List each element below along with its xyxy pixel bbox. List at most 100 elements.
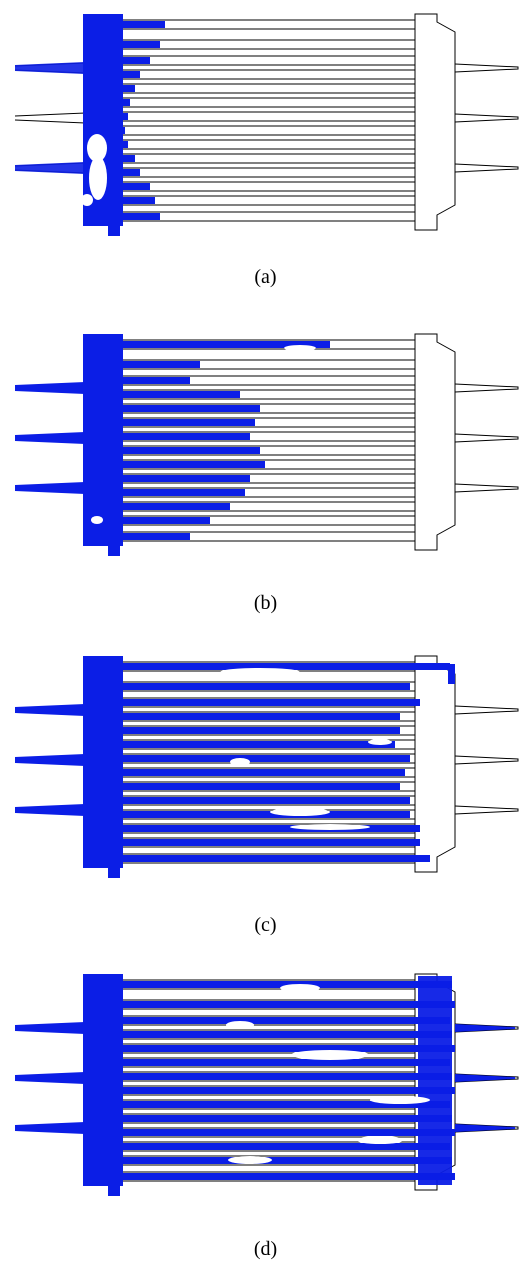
outlet-pipe [454,805,519,815]
inlet-pipe-liquid [15,1022,85,1034]
tube-liquid [120,533,190,540]
outlet-pipe [454,383,519,393]
tube-liquid [120,755,410,762]
tube-liquid [120,461,265,468]
panel-a [0,0,531,245]
inlet-header [83,974,123,1186]
vapor-pocket [230,758,250,766]
inlet-pipe-liquid [15,754,85,766]
tube-liquid [120,391,240,398]
tube-liquid [120,797,410,804]
outlet-pipe [454,705,519,715]
vapor-pocket [370,1096,430,1104]
inlet-pipe-liquid [15,62,85,74]
diagram-d [14,973,519,1196]
tube-liquid [120,1087,455,1094]
diagram-b [14,333,519,556]
inlet-header [83,656,123,868]
outlet-pipe [454,433,519,443]
tube-liquid [120,21,165,28]
vapor-pocket [89,156,107,200]
header-stub [108,1186,120,1196]
inlet-pipe-liquid [15,704,85,716]
tube-liquid [120,1115,452,1122]
tube-liquid [120,169,140,176]
inlet-pipe-liquid [15,432,85,444]
outlet-manifold [414,13,456,231]
outlet-pipe-liquid [455,1074,515,1082]
tube [119,39,416,50]
inlet-pipe [14,112,86,124]
inlet-pipe-liquid [15,482,85,494]
tube-liquid [120,41,160,48]
outlet-pipe [454,63,519,73]
tube-liquid [120,1017,450,1024]
outlet-pipe [454,483,519,493]
tube-liquid [120,713,400,720]
tube-liquid [120,699,420,706]
outlet-manifold [414,333,456,551]
tube-liquid [120,825,420,832]
tube-liquid [120,489,245,496]
vapor-pocket [280,984,320,992]
vapor-pocket [91,516,103,524]
vapor-pocket [228,1156,272,1164]
tube-liquid [120,769,405,776]
tube-liquid [120,503,230,510]
tube [119,125,416,136]
outlet-manifold [414,655,456,873]
inlet-pipe-liquid [15,804,85,816]
tube-liquid [120,1073,452,1080]
vapor-pocket [290,824,370,830]
tube-liquid [120,433,250,440]
tube-liquid [120,811,410,818]
tube-liquid [120,855,430,862]
outlet-pipe [454,755,519,765]
header-stub [108,546,120,556]
tube-liquid [120,741,395,748]
tube-liquid [120,981,452,988]
outlet-pipe [454,1123,519,1133]
tube-liquid [120,1031,452,1038]
tube-liquid [120,1001,455,1008]
tube-liquid [120,213,160,220]
tube-liquid [120,141,128,148]
tube-liquid [120,113,128,120]
vapor-pocket [356,1136,404,1144]
tube-liquid [120,57,150,64]
tube-liquid [120,1157,452,1164]
panel-d [0,960,531,1205]
inlet-header [83,334,123,546]
vapor-pocket [226,1021,254,1029]
tube-liquid [120,1101,450,1108]
panel-b [0,320,531,565]
outlet-pipe [454,1023,519,1033]
tube [119,111,416,122]
outlet-liquid [418,976,452,1185]
tube [119,83,416,94]
inlet-pipe-liquid [15,162,85,174]
tube [119,181,416,192]
tube-liquid [120,361,200,368]
tube-liquid [120,447,260,454]
tube-liquid [120,85,135,92]
tube [119,195,416,206]
tube-liquid [120,155,135,162]
tube-liquid [120,71,140,78]
tube-liquid [120,419,255,426]
tube-liquid [120,183,150,190]
tube-liquid [120,99,130,106]
outlet-pipe [454,113,519,123]
vapor-pocket [270,808,330,816]
tube [119,167,416,178]
tube [119,211,416,222]
outlet-pipe [454,1073,519,1083]
tube-liquid [120,1059,450,1066]
tube-liquid [120,377,190,384]
outlet-liquid [448,664,455,684]
tube-liquid [120,683,410,690]
tube-liquid [120,1173,455,1180]
tube-liquid [120,197,155,204]
panel-c [0,642,531,887]
tube-liquid [120,663,450,670]
